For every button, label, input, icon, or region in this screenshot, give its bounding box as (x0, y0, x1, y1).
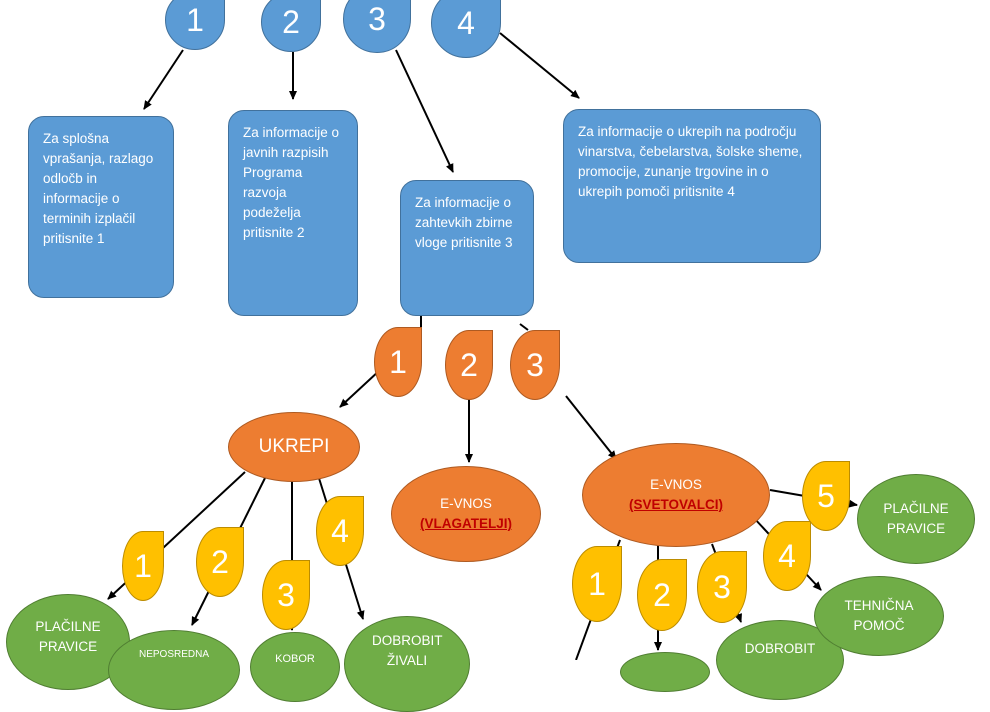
node-label: PLAČILNE PRAVICE (883, 501, 949, 536)
info-box-general: Za splošna vprašanja, razlago odločb in … (28, 116, 174, 298)
connector-arrow (143, 49, 184, 110)
key-label: 3 (368, 0, 386, 37)
info-box-text: Za informacije o zahtevkih zbirne vloge … (415, 195, 513, 250)
ukrepi-label: UKREPI (258, 436, 330, 457)
ukrepi-key-2-bubble: 2 (196, 527, 244, 597)
evnos-title: E-VNOS (650, 477, 702, 492)
key-label: 4 (778, 537, 796, 574)
key-label: 3 (526, 346, 544, 383)
tehnicna-pomoc-node: TEHNIČNA POMOČ (814, 576, 944, 656)
info-box-rural-development: Za informacije o javnih razpisih Program… (228, 110, 358, 316)
connector-arrow (395, 49, 454, 173)
dobrobit-zivali-node: DOBROBIT ŽIVALI (344, 616, 470, 712)
info-box-text: Za splošna vprašanja, razlago odločb in … (43, 131, 154, 246)
evnos-svetovalci-node: E-VNOS (SVETOVALCI) (582, 443, 770, 547)
connector-arrow (565, 395, 617, 460)
key-1-bubble: 1 (165, 0, 225, 50)
svetovalci-key-1-bubble: 1 (572, 546, 622, 622)
evnos-title: E-VNOS (440, 496, 492, 511)
neposredna-node: NEPOSREDNA (108, 630, 240, 710)
key-label: 1 (186, 1, 204, 38)
ukrepi-node: UKREPI (228, 412, 360, 482)
info-box-text: Za informacije o ukrepih na področju vin… (578, 124, 803, 199)
node-label: PLAČILNE PRAVICE (35, 619, 101, 654)
key-label: 2 (282, 3, 300, 40)
info-box-claims: Za informacije o zahtevkih zbirne vloge … (400, 180, 534, 316)
key-label: 4 (331, 512, 349, 549)
node-label: KOBOR (275, 653, 315, 665)
evnos-subtitle: (SVETOVALCI) (628, 497, 723, 512)
svetovalci-key-5-bubble: 5 (802, 461, 850, 531)
connector-arrow (339, 369, 381, 408)
subkey-1-bubble: 1 (374, 327, 422, 397)
svetovalci-key-4-bubble: 4 (763, 521, 811, 591)
key-label: 1 (134, 547, 152, 584)
key-label: 5 (817, 477, 835, 514)
key-3-bubble: 3 (343, 0, 411, 53)
key-2-bubble: 2 (261, 0, 321, 52)
key-label: 3 (277, 576, 295, 613)
evnos-vlagatelji-node: E-VNOS (VLAGATELJI) (391, 466, 541, 562)
node-label: NEPOSREDNA (138, 649, 209, 660)
subkey-2-bubble: 2 (445, 330, 493, 400)
subkey-3-bubble: 3 (510, 330, 560, 400)
node-label: TEHNIČNA POMOČ (844, 598, 914, 633)
key-label: 2 (653, 576, 671, 613)
svetovalci-bottom-node (620, 652, 710, 692)
ukrepi-key-4-bubble: 4 (316, 496, 364, 566)
key-label: 1 (389, 343, 407, 380)
info-box-text: Za informacije o javnih razpisih Program… (243, 125, 340, 240)
key-label: 3 (713, 568, 731, 605)
svetovalci-key-2-bubble: 2 (637, 559, 687, 631)
key-label: 2 (211, 543, 229, 580)
key-label: 1 (588, 565, 606, 602)
kobor-node: KOBOR (250, 632, 340, 702)
ukrepi-key-1-bubble: 1 (122, 531, 164, 601)
key-4-bubble: 4 (431, 0, 501, 58)
node-label: DOBROBIT (744, 641, 816, 656)
ukrepi-key-3-bubble: 3 (262, 560, 310, 630)
connector-arrow (519, 323, 529, 331)
info-box-sector-measures: Za informacije o ukrepih na področju vin… (563, 109, 821, 263)
connector-arrow (499, 32, 580, 99)
node-label: DOBROBIT ŽIVALI (372, 633, 443, 668)
key-label: 4 (457, 4, 475, 41)
key-label: 2 (460, 346, 478, 383)
svetovalci-key-3-bubble: 3 (697, 551, 747, 623)
placilne-pravice-svetovalci-node: PLAČILNE PRAVICE (857, 474, 975, 564)
evnos-subtitle: (VLAGATELJI) (420, 516, 512, 531)
